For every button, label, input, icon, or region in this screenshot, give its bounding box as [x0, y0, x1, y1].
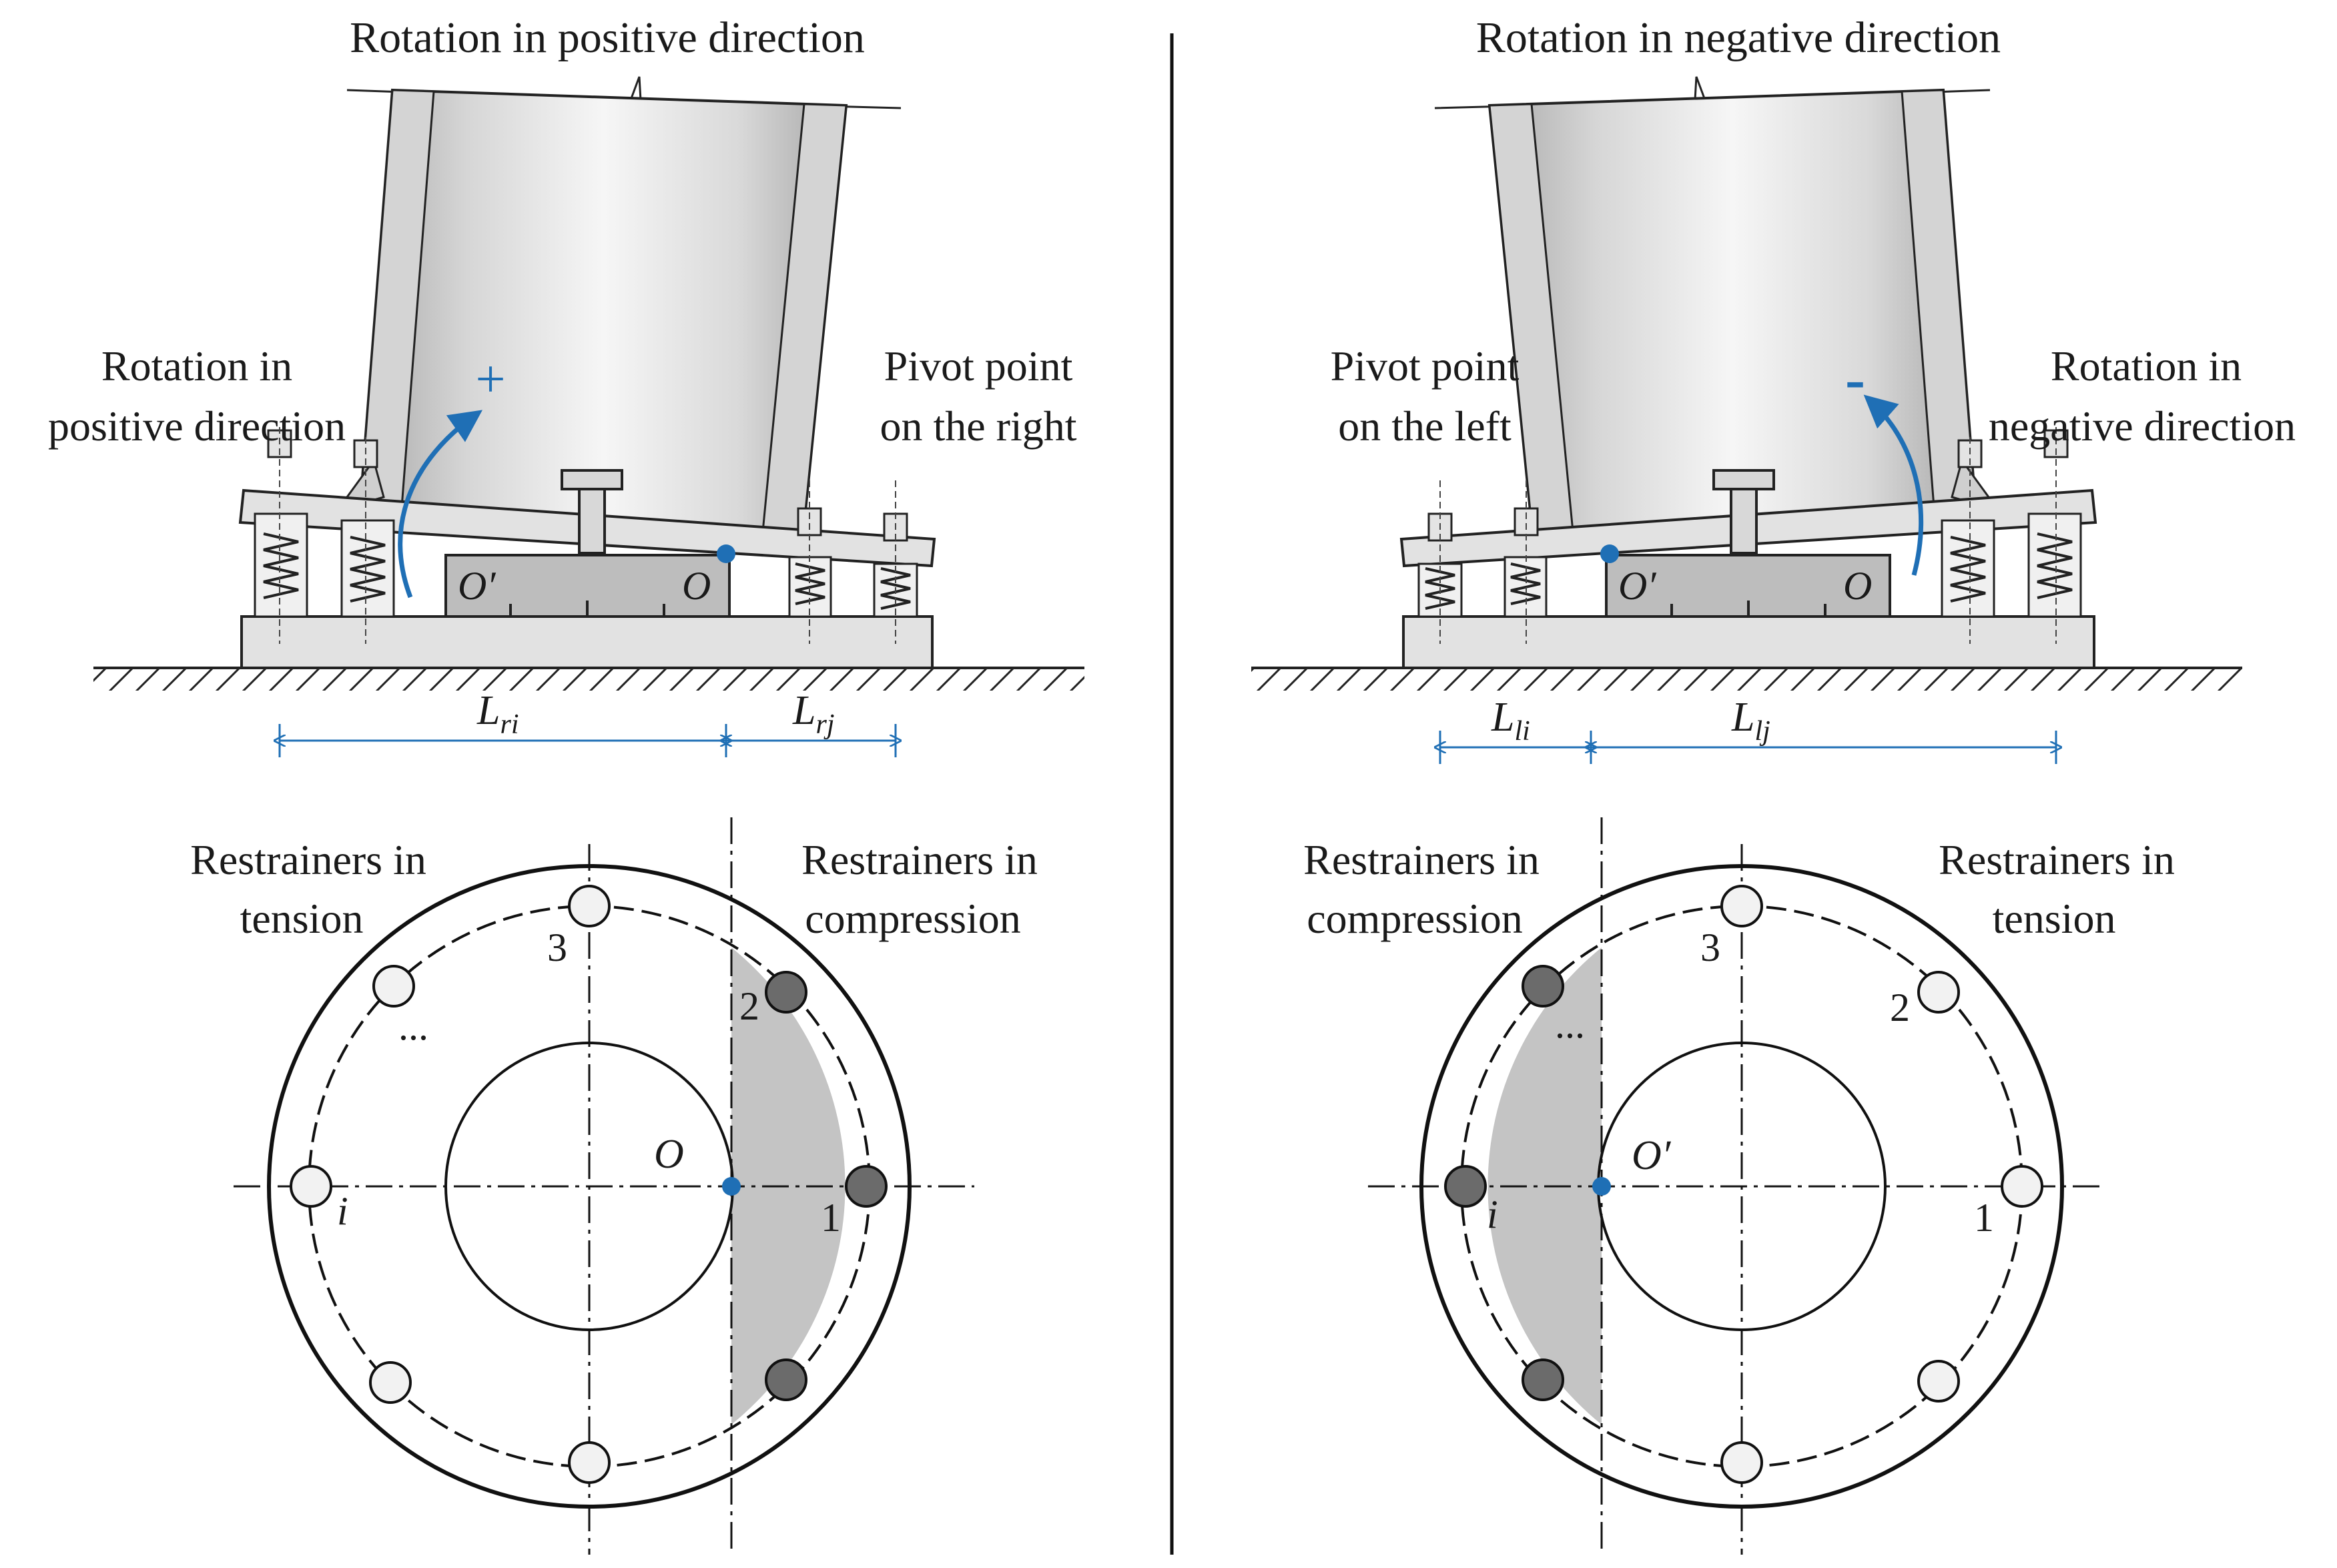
compression-label-line2: compression	[805, 895, 1021, 942]
pivot-center	[1592, 1177, 1611, 1196]
bolt-2	[765, 971, 807, 1014]
restrainer-r2	[2027, 427, 2082, 644]
left-panel: Rotation in positive direction O′ O	[48, 13, 1084, 1555]
right-title: Rotation in negative direction	[1476, 13, 2001, 62]
tension-label-line1: Restrainers in	[1939, 836, 2175, 883]
bolt-label-2: 2	[739, 984, 759, 1028]
bolt-lower-right	[1917, 1360, 1960, 1403]
plan-center-label: O′	[1632, 1133, 1672, 1178]
dimension-lines	[280, 724, 896, 757]
dim-label-1: Lli	[1491, 695, 1530, 747]
restrainer-r1	[788, 480, 832, 644]
ground-hatch	[93, 669, 1084, 691]
left-title: Rotation in positive direction	[350, 13, 865, 62]
plan-center-label: O	[654, 1132, 684, 1177]
dim-label-2: Lrj	[792, 688, 835, 740]
restrainer-l2	[340, 437, 395, 644]
rotation-label-line1: Rotation in	[101, 342, 292, 390]
point-o-prime: O′	[1618, 564, 1656, 608]
bolt-2	[1917, 971, 1960, 1014]
bolt-label-1: 1	[821, 1196, 841, 1240]
pivot-label-line1: Pivot point	[884, 342, 1073, 390]
bolt-label-2: 2	[1890, 986, 1910, 1030]
bolt-1	[845, 1165, 888, 1208]
bolt-label-ellipsis: ...	[1555, 1002, 1585, 1046]
bolt-compression-lower	[1522, 1358, 1564, 1401]
restrainer-l1	[254, 427, 308, 644]
rotation-arrow-positive	[398, 410, 483, 599]
point-o-prime: O′	[458, 564, 496, 608]
rotation-label-line2: positive direction	[48, 402, 346, 450]
column-tube	[1487, 88, 1977, 559]
rotation-label-line2: negative direction	[1989, 402, 2296, 450]
pivot-label-line1: Pivot point	[1331, 342, 1520, 390]
pivot-point-marker	[717, 544, 735, 563]
bolt-label-1: 1	[1974, 1196, 1994, 1240]
shear-key	[561, 469, 623, 554]
restrainer-r2	[873, 480, 918, 644]
bolt-label-ellipsis: ...	[398, 1004, 428, 1048]
rotation-arrow-negative	[1863, 394, 1924, 576]
bolt-3	[568, 885, 611, 927]
foundation	[1402, 615, 2095, 669]
compression-label-line1: Restrainers in	[1303, 836, 1540, 883]
pivot-label-line2: on the left	[1338, 402, 1512, 450]
restrainer-l1	[1417, 480, 1463, 644]
dimension-lines	[1440, 731, 2056, 764]
bolt-label-3: 3	[1700, 925, 1720, 969]
bolt-i	[1444, 1165, 1487, 1208]
restrainer-l2	[1504, 480, 1548, 644]
bolt-ellipsis	[1522, 965, 1564, 1008]
bolt-bottom	[568, 1441, 611, 1484]
point-o: O	[1843, 564, 1872, 608]
compression-label-line1: Restrainers in	[801, 836, 1038, 883]
pivot-point-marker	[1600, 544, 1619, 563]
pivot-center	[722, 1177, 741, 1196]
dim-label-2: Llj	[1731, 695, 1770, 747]
ground-hatch	[1251, 669, 2242, 691]
bolt-i	[290, 1165, 332, 1208]
bolt-ellipsis	[372, 965, 415, 1008]
dim-label-1: Lri	[476, 688, 519, 740]
bolt-label-i: i	[337, 1189, 348, 1233]
tension-label-line2: tension	[240, 895, 364, 942]
bolt-1	[2001, 1165, 2043, 1208]
rotation-label-line1: Rotation in	[2051, 342, 2242, 390]
foundation	[240, 615, 934, 669]
bolt-label-3: 3	[547, 925, 567, 969]
bolt-bottom	[1720, 1441, 1763, 1484]
point-o: O	[682, 564, 711, 608]
plan-view-left: 1 2 3 ... i O	[234, 817, 974, 1555]
plan-view-right: 1 2 3 ... i O′	[1368, 817, 2102, 1555]
bolt-lower-left	[369, 1361, 412, 1404]
tension-label-line1: Restrainers in	[190, 836, 426, 883]
right-panel: Rotation in negative direction O′ O	[1251, 13, 2296, 1555]
shear-key	[1712, 469, 1775, 554]
bolt-3	[1720, 885, 1763, 927]
compression-label-line2: compression	[1307, 895, 1523, 942]
sign-positive: +	[475, 350, 505, 409]
sign-negative: -	[1845, 346, 1865, 412]
tension-label-line2: tension	[1993, 895, 2116, 942]
bolt-label-i: i	[1487, 1192, 1498, 1236]
bolt-compression-lower	[765, 1358, 807, 1401]
restrainer-r1	[1941, 437, 1995, 644]
pivot-label-line2: on the right	[880, 402, 1076, 450]
